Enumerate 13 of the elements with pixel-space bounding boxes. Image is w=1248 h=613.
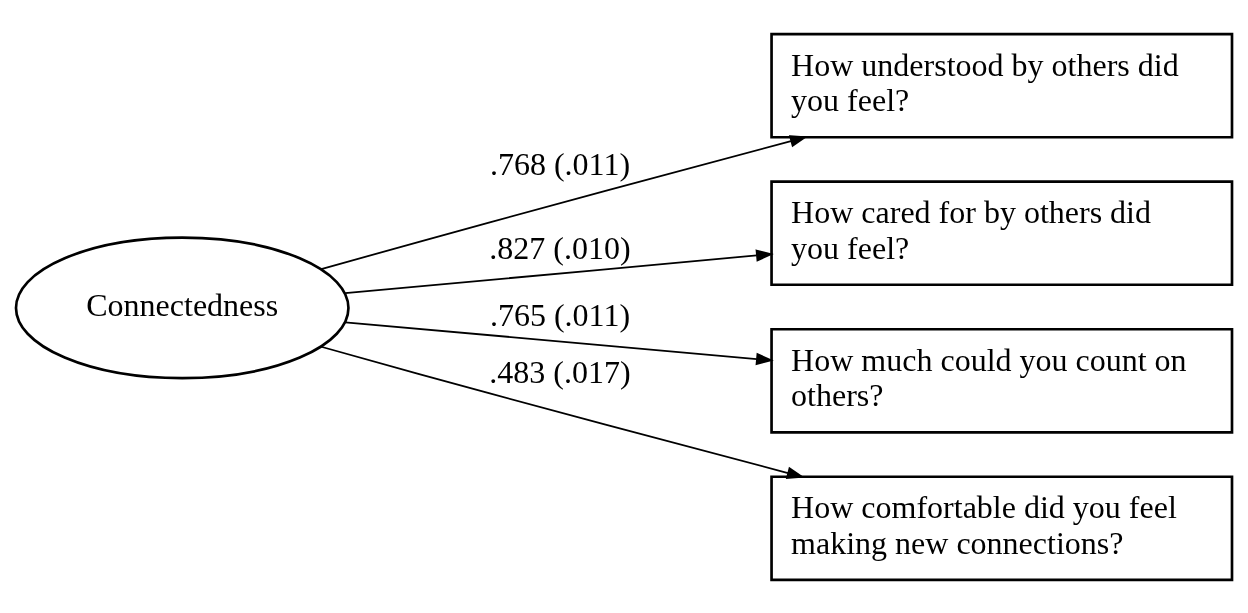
edge-label: .768 (.011): [489, 145, 631, 182]
edge-label: .483 (.017): [489, 353, 631, 390]
edge-label: .827 (.010): [489, 229, 631, 266]
node-box: How cared for by others did you feel?: [770, 179, 1234, 286]
edge-label: .765 (.011): [489, 296, 631, 333]
arrow: [320, 345, 805, 479]
node-box: How comfortable did you feel making new connections?: [770, 474, 1234, 581]
arrow: [344, 248, 774, 294]
node-box: How much could you count on others?: [770, 327, 1234, 434]
node-ellipse: Connectedness: [14, 235, 350, 379]
node-box: How understood by others did you feel?: [770, 32, 1234, 139]
arrow: [344, 320, 774, 365]
arrow: [320, 134, 808, 270]
